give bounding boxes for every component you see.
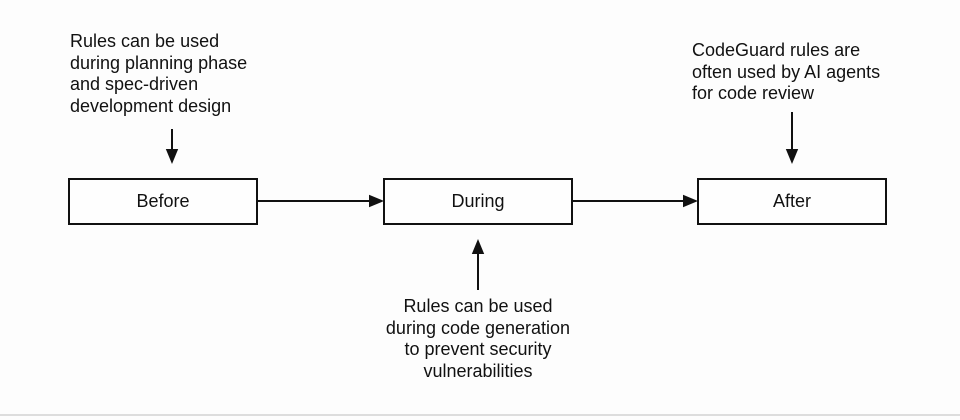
- flow-box-during-label: During: [451, 191, 505, 211]
- flow-box-after-label: After: [772, 191, 811, 211]
- down-arrow-annotation-to-after: [785, 112, 799, 164]
- arrow-during-to-after: [573, 194, 698, 208]
- flow-box-after: After: [697, 178, 887, 225]
- flow-box-before: Before: [68, 178, 258, 225]
- flow-box-during: During: [383, 178, 573, 225]
- flow-box-before-label: Before: [136, 191, 190, 211]
- down-arrow-annotation-to-before: [165, 129, 179, 164]
- annotation-after: CodeGuard rules are often used by AI age…: [692, 40, 881, 103]
- arrow-before-to-during: [258, 194, 384, 208]
- annotation-during: Rules can be used during code generation…: [385, 296, 571, 381]
- bottom-edge-line: [0, 414, 960, 416]
- up-arrow-annotation-to-during: [471, 239, 485, 290]
- annotation-before: Rules can be used during planning phase …: [70, 31, 248, 116]
